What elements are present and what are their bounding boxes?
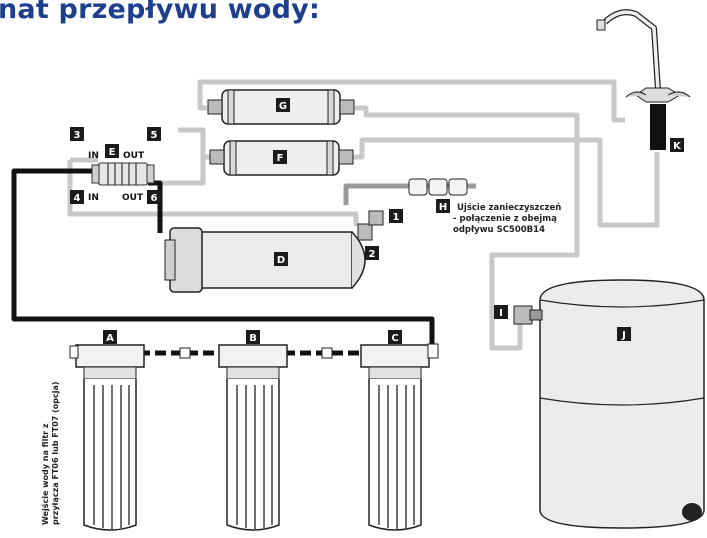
svg-text:E: E (109, 147, 116, 158)
page-title: nat przepływu wody: (0, 0, 320, 25)
connector-in-bottom: IN (88, 193, 99, 203)
svg-text:1: 1 (393, 212, 400, 223)
inlet-note: Wejście wody na filtr z przyłącza FT06 l… (40, 381, 60, 525)
tank-valve-i (513, 305, 543, 325)
label-box-6: 6 (147, 190, 161, 204)
svg-text:C: C (391, 333, 398, 344)
svg-text:2: 2 (369, 249, 376, 260)
svg-text:D: D (277, 255, 285, 266)
svg-text:H: H (439, 202, 447, 213)
connector-out-bottom: OUT (122, 193, 144, 203)
svg-text:6: 6 (151, 193, 158, 204)
label-box-2: 2 (365, 246, 379, 260)
connector-out-top: OUT (123, 151, 145, 161)
drain-note: Ujście zanieczyszczeń - połączenie z obe… (453, 202, 561, 235)
prefilter-a (75, 344, 145, 531)
svg-text:G: G (279, 101, 287, 112)
filter-g (207, 89, 355, 125)
label-box-d: D (274, 252, 288, 266)
svg-text:Ujście zanieczyszczeń: Ujście zanieczyszczeń (457, 202, 561, 213)
svg-text:4: 4 (74, 193, 81, 204)
label-box-i: I (494, 305, 508, 319)
prefilter-fittings (69, 343, 439, 359)
label-box-c: C (388, 330, 402, 344)
storage-tank-j (539, 279, 705, 529)
svg-text:A: A (106, 333, 114, 344)
svg-text:F: F (277, 153, 284, 164)
label-box-f: F (273, 150, 287, 164)
label-box-a: A (103, 330, 117, 344)
svg-text:I: I (499, 308, 503, 319)
label-box-4: 4 (70, 190, 84, 204)
svg-text:B: B (249, 333, 257, 344)
label-box-h: H (436, 199, 450, 213)
label-box-1: 1 (389, 209, 403, 223)
svg-text:przyłącza FT06 lub FT07 (opcja: przyłącza FT06 lub FT07 (opcja) (51, 381, 60, 525)
prefilter-c (360, 344, 430, 531)
label-box-g: G (276, 98, 290, 112)
drain-restrictor-h (408, 178, 468, 196)
svg-text:Wejście wody na filtr z: Wejście wody na filtr z (40, 423, 50, 525)
svg-text:3: 3 (74, 130, 81, 141)
label-box-5: 5 (147, 127, 161, 141)
label-box-e: E (105, 144, 119, 158)
prefilter-b (218, 344, 288, 531)
svg-text:- połączenie z obejmą: - połączenie z obejmą (453, 214, 557, 224)
label-box-3: 3 (70, 127, 84, 141)
label-box-j: J (617, 327, 631, 341)
svg-text:odpływu SC500B14: odpływu SC500B14 (453, 225, 545, 235)
connector-in-top: IN (88, 151, 99, 161)
svg-text:K: K (673, 141, 682, 152)
svg-text:J: J (621, 330, 626, 341)
svg-text:5: 5 (151, 130, 158, 141)
faucet-k (596, 9, 691, 150)
light-tubing (67, 79, 660, 351)
membrane-housing-d (164, 210, 384, 293)
label-box-b: B (246, 330, 260, 344)
connector-e (91, 162, 155, 186)
label-box-k: K (670, 138, 684, 152)
